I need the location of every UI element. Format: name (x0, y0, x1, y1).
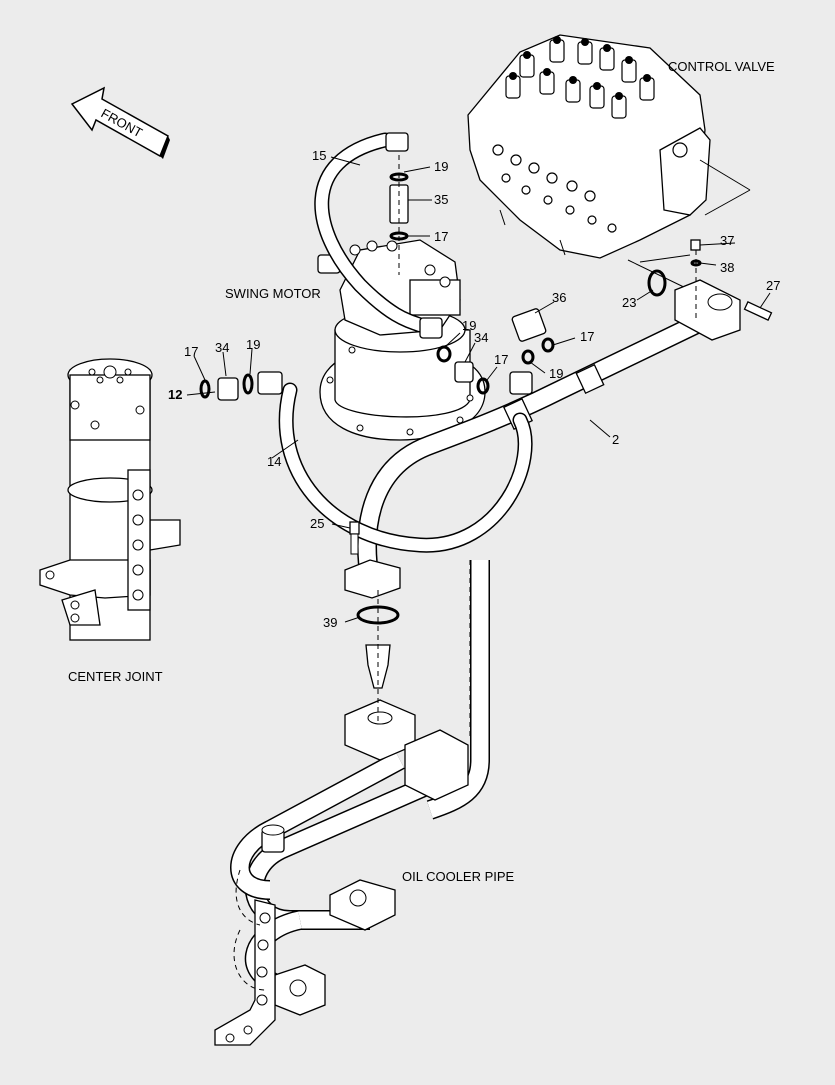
callout-14: 14 (267, 454, 281, 469)
center-joint-label: CENTER JOINT (68, 669, 163, 684)
leader-lines (186, 156, 771, 623)
hose-14 (257, 371, 533, 553)
callout-2: 2 (612, 432, 619, 447)
callout-39: 39 (323, 615, 337, 630)
callout-17-right: 17 (580, 329, 594, 344)
part-34-adapter (454, 361, 474, 383)
control-valve-label: CONTROL VALVE (668, 59, 775, 74)
part-27-bolt (743, 301, 773, 321)
front-arrow-icon: FRONT (70, 86, 170, 159)
callout-17-left: 17 (184, 344, 198, 359)
part-36-fitting (511, 308, 547, 342)
callout-34-left: 34 (215, 340, 229, 355)
callout-25: 25 (310, 516, 324, 531)
callout-17-mid: 17 (494, 352, 508, 367)
callout-12: 12 (168, 387, 182, 402)
callout-37: 37 (720, 233, 734, 248)
oil-cooler-pipe (214, 560, 490, 1046)
o-rings (199, 269, 667, 625)
adapter-fitting (365, 590, 391, 725)
part-35-valve (389, 155, 409, 275)
callout-numbers: 15 19 35 17 37 38 23 27 36 17 19 34 17 1… (168, 148, 780, 630)
center-joint (39, 358, 181, 641)
callout-23: 23 (622, 295, 636, 310)
callout-19-top: 19 (434, 159, 448, 174)
callout-35: 35 (434, 192, 448, 207)
callout-15: 15 (312, 148, 326, 163)
control-valve (467, 34, 751, 259)
callout-36: 36 (552, 290, 566, 305)
hose-15 (314, 132, 443, 339)
callout-27: 27 (766, 278, 780, 293)
callout-19-left: 19 (246, 337, 260, 352)
callout-19-right: 19 (549, 366, 563, 381)
swing-motor (317, 239, 486, 441)
part-25-bolt (349, 521, 360, 555)
oil-cooler-pipe-label: OIL COOLER PIPE (402, 869, 515, 884)
swing-motor-label: SWING MOTOR (225, 286, 321, 301)
callout-19-mid: 19 (462, 318, 476, 333)
part-34-adapter-left (217, 377, 239, 401)
callout-34-mid: 34 (474, 330, 488, 345)
callout-17-top: 17 (434, 229, 448, 244)
callout-38: 38 (720, 260, 734, 275)
